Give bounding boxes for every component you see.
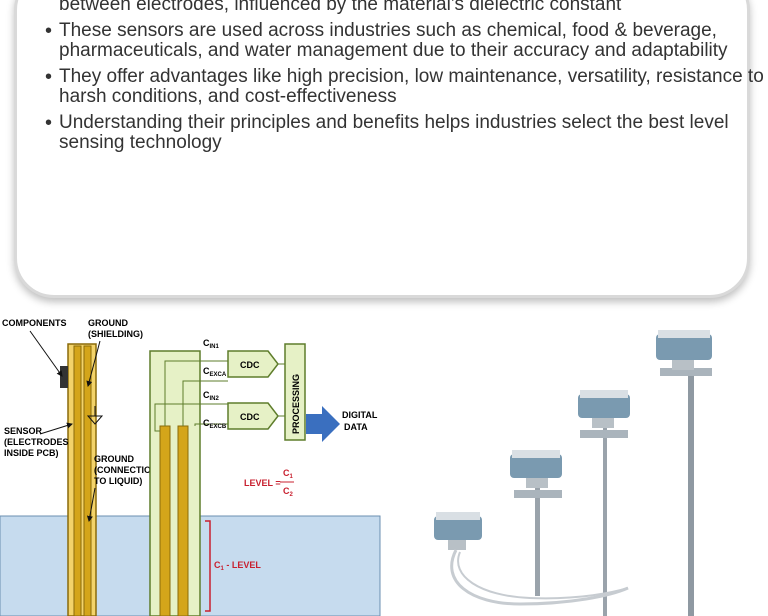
bullet-text: These sensors are used across industries… [59,20,728,61]
level-formula-numerator: C1 [283,468,294,480]
level-sensor-product [510,450,562,596]
components-chip [60,366,68,388]
label-ground-liquid-1: GROUND [94,454,134,464]
label-ground-liquid-2: (CONNECTION [94,465,158,475]
label-cin2: CIN2 [203,390,220,402]
label-sensor-3: INSIDE PCB) [4,448,59,458]
wire [194,423,228,426]
level-formula-label: LEVEL = [244,478,281,488]
processing-block [284,343,306,441]
label-sensor-1: SENSOR [4,426,43,436]
probe-shield [67,343,97,616]
label-cin1: CIN1 [203,338,220,350]
bullet-dot: • [45,66,53,88]
leader-line [86,487,96,522]
bullet-item: • They offer advantages like high precis… [45,67,765,107]
cdc-block-top [227,350,279,378]
ground-symbol-icon [86,406,104,425]
bullet-list: • Capacitive level sensors measure mater… [45,0,765,159]
bullet-text: Understanding their principles and benef… [59,112,729,153]
sensor-products-photo [434,330,712,616]
bullet-item: • These sensors are used across industri… [45,21,765,61]
wire [154,403,228,432]
label-ground-liquid-3: TO LIQUID) [94,476,142,486]
label-components: COMPONENTS [2,318,67,328]
bullet-text: They offer advantages like high precisio… [59,66,764,107]
level-sensor-product [656,330,712,616]
level-bracket [205,520,211,612]
probe-electrode [73,345,82,616]
digital-data-arrow-icon [306,406,340,442]
bullet-dot: • [45,20,53,42]
leader-line [86,340,101,387]
processing-label: PROCESSING [291,374,301,434]
wire [182,380,228,426]
level-formula-denominator: C2 [283,486,294,498]
label-ground-shielding-1: GROUND [88,318,128,328]
probe-electrode-b [177,425,189,616]
level-sensor-product [434,512,629,606]
probe-housing [149,350,201,616]
level-sensor-product [578,390,630,616]
label-digital: DIGITAL [342,410,378,420]
cdc-block-bottom [227,402,279,430]
label-cexca: CEXCA [203,366,227,378]
probe-ground-electrode [83,345,92,616]
bullet-text: Capacitive level sensors measure materia… [59,0,622,15]
label-cexcb: CEXCB [203,418,227,430]
sensor-diagram: COMPONENTS GROUND (SHIELDING) SENSOR (EL… [0,318,381,616]
summary-card: • Capacitive level sensors measure mater… [14,0,764,298]
label-ground-shielding-2: (SHIELDING) [88,329,143,339]
probe-electrode-a [159,425,171,616]
c1-level-label: C1 - LEVEL [214,560,261,572]
leader-line [29,330,63,377]
label-sensor-2: (ELECTRODES [4,437,69,447]
bullet-item: • Capacitive level sensors measure mater… [45,0,765,15]
cdc-label-bottom: CDC [240,412,260,422]
bullet-item: • Understanding their principles and ben… [45,113,765,153]
label-data: DATA [344,422,368,432]
leader-line [39,422,73,435]
bullet-dot: • [45,112,53,134]
cdc-label-top: CDC [240,360,260,370]
